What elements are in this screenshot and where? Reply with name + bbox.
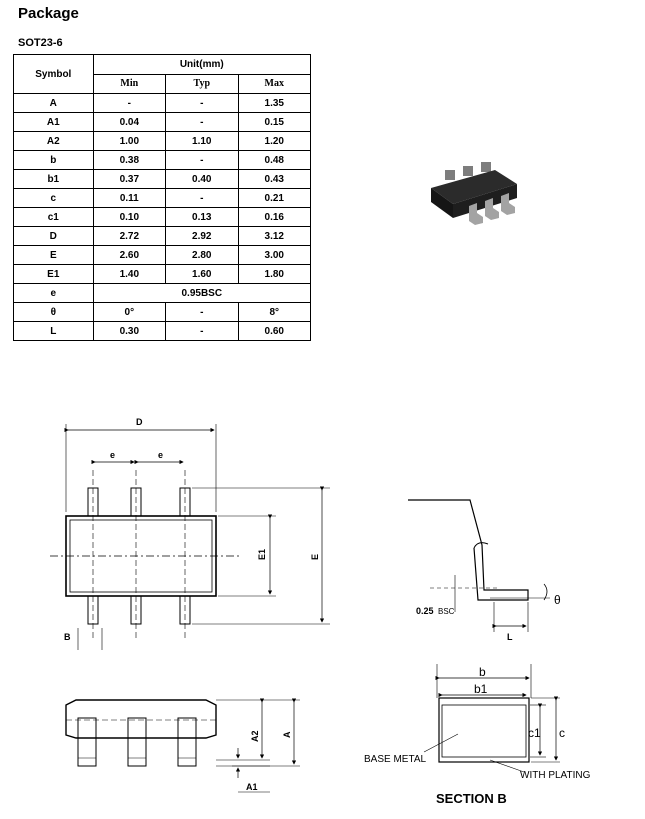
label-A: A <box>282 731 292 738</box>
cell-typ: - <box>165 321 239 341</box>
chip-leads-front <box>469 193 515 225</box>
label-with-plating: WITH PLATING <box>520 770 591 781</box>
lead-detail-view <box>408 499 550 632</box>
package-subtitle: SOT23-6 <box>18 37 63 49</box>
chip-top <box>431 170 517 204</box>
cell-min: 0.30 <box>92 321 167 341</box>
label-A2: A2 <box>250 730 260 742</box>
chip-side-left <box>431 188 453 218</box>
section-b-view <box>423 664 560 773</box>
label-b: b <box>479 665 486 679</box>
top-view <box>50 424 330 650</box>
symbol-header: Symbol <box>13 54 94 94</box>
page-title: Package <box>18 5 79 22</box>
label-E1: E1 <box>257 549 267 560</box>
package-photo <box>431 162 517 225</box>
label-E: E <box>310 554 320 560</box>
label-L: L <box>507 632 513 642</box>
label-b1: b1 <box>474 682 488 696</box>
label-theta: θ <box>554 593 561 607</box>
chip-leads-back <box>445 162 491 180</box>
label-base-metal: BASE METAL <box>364 754 426 765</box>
label-c: c <box>559 726 565 740</box>
label-bsc-suffix: BSC <box>438 607 455 616</box>
label-e-right: e <box>158 450 163 460</box>
label-D: D <box>136 417 143 427</box>
cell-max: 0.60 <box>237 321 311 341</box>
label-B: B <box>64 632 71 642</box>
label-bsc-value: 0.25 <box>416 606 434 616</box>
section-b-title: SECTION B <box>436 791 507 806</box>
side-view <box>65 698 300 793</box>
label-c1: c1 <box>528 726 541 740</box>
label-e-left: e <box>110 450 115 460</box>
label-A1: A1 <box>246 782 258 792</box>
